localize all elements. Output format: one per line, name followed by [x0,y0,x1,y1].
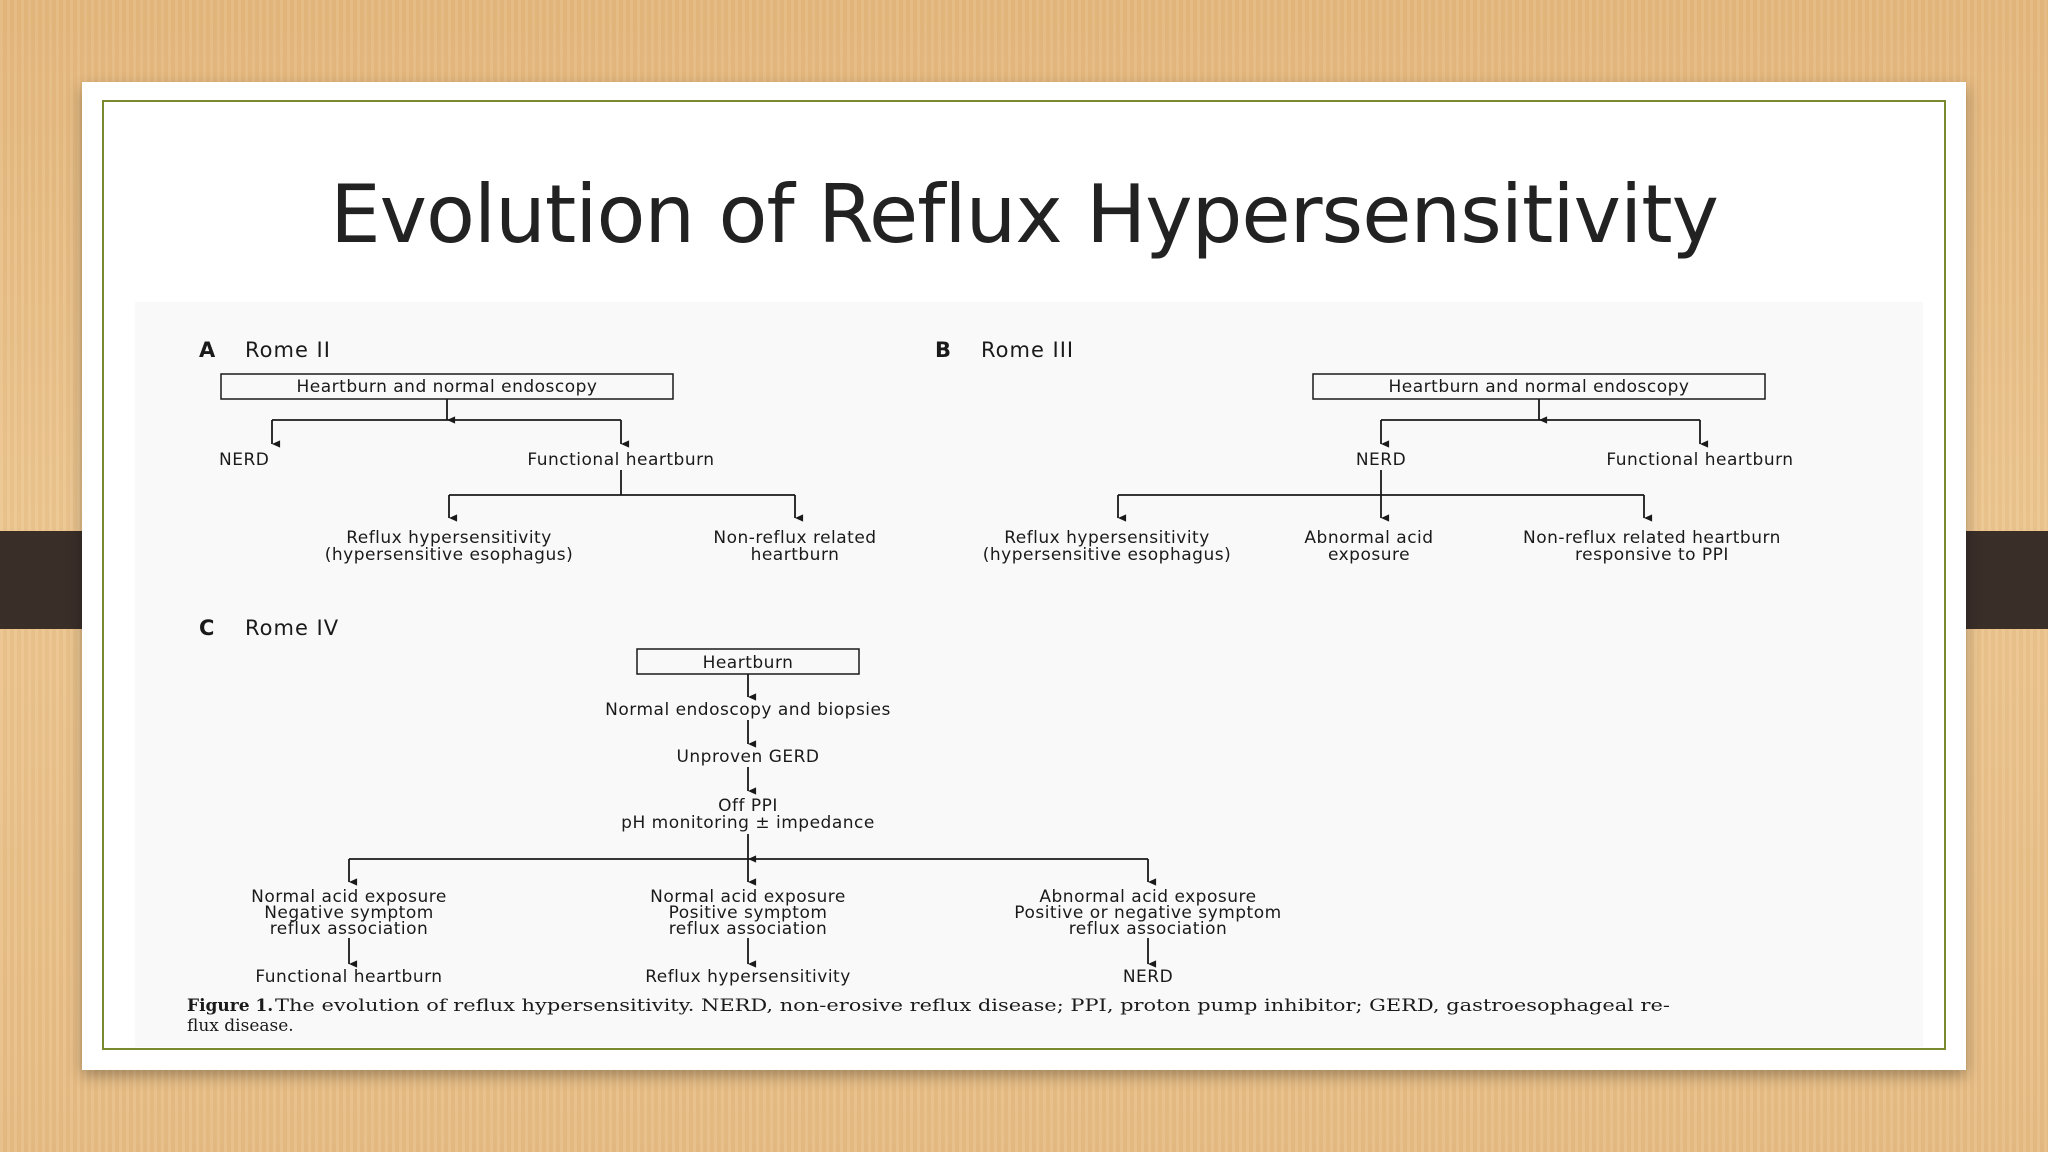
flowchart-figure: A Rome II Heartburn and normal endoscopy… [135,302,1923,1047]
panel-c-mid-3: reflux association [669,919,828,939]
panel-c-mid-1: Normal acid exposure [650,887,846,907]
slide-title: Evolution of Reflux Hypersensitivity [330,168,1719,261]
panel-a-functional: Functional heartburn [527,450,714,470]
panel-c-out-right: NERD [1123,967,1173,987]
panel-b-connectors [1117,399,1709,522]
panel-c-right-2: Positive or negative symptom [1014,903,1281,923]
caption-line-2: flux disease. [187,1016,294,1036]
panel-b-nonreflux-2: responsive to PPI [1575,545,1729,565]
panel-c-root-label: Heartburn [703,653,794,673]
panel-a-reflux-hyper-1: Reflux hypersensitivity [346,528,552,548]
slide-border [102,100,1946,1050]
flowchart-svg: A Rome II Heartburn and normal endoscopy… [187,338,1793,1036]
panel-b-title: Rome III [981,338,1074,362]
panel-a-nonreflux-2: heartburn [751,545,840,565]
panel-c-left-1: Normal acid exposure [251,887,447,907]
panel-c-mid-2: Positive symptom [669,903,828,923]
figure-caption: Figure 1. The evolution of reflux hypers… [187,996,1670,1036]
panel-c-letter: C [199,616,215,640]
panel-c-title: Rome IV [245,616,339,640]
panel-a-nerd: NERD [219,450,269,470]
panel-c-left-3: reflux association [270,919,429,939]
panel-a-nonreflux-1: Non-reflux related [713,528,876,548]
panel-a-connectors [271,399,804,522]
panel-c-step2: Unproven GERD [676,747,819,767]
panel-c-left-2: Negative symptom [264,903,434,923]
panel-a-reflux-hyper-2: (hypersensitive esophagus) [325,545,573,565]
caption-label: Figure 1. [187,996,273,1016]
panel-c-step3-1: Off PPI [718,796,778,816]
panel-a-title: Rome II [245,338,331,362]
panel-c-out-mid: Reflux hypersensitivity [645,967,851,987]
panel-c-step1: Normal endoscopy and biopsies [605,700,891,720]
panel-c-out-left: Functional heartburn [255,967,442,987]
panel-c-connectors [348,674,1157,968]
panel-c: C Rome IV Heartburn Normal endoscopy and… [199,616,1281,987]
panel-b-abnormal-1: Abnormal acid [1304,528,1433,548]
panel-b-letter: B [935,338,952,362]
panel-b-reflux-hyper-2: (hypersensitive esophagus) [983,545,1231,565]
panel-c-right-3: reflux association [1069,919,1228,939]
panel-b: B Rome III Heartburn and normal endoscop… [935,338,1793,565]
panel-b-root-label: Heartburn and normal endoscopy [1389,377,1690,397]
panel-c-right-1: Abnormal acid exposure [1039,887,1256,907]
panel-b-nerd: NERD [1356,450,1406,470]
panel-b-functional: Functional heartburn [1606,450,1793,470]
panel-b-abnormal-2: exposure [1328,545,1410,565]
panel-a: A Rome II Heartburn and normal endoscopy… [199,338,876,565]
caption-line-1: The evolution of reflux hypersensitivity… [275,996,1670,1016]
panel-a-letter: A [199,338,216,362]
panel-a-root-label: Heartburn and normal endoscopy [297,377,598,397]
panel-b-reflux-hyper-1: Reflux hypersensitivity [1004,528,1210,548]
panel-b-nonreflux-1: Non-reflux related heartburn [1523,528,1781,548]
panel-c-step3-2: pH monitoring ± impedance [621,813,875,833]
